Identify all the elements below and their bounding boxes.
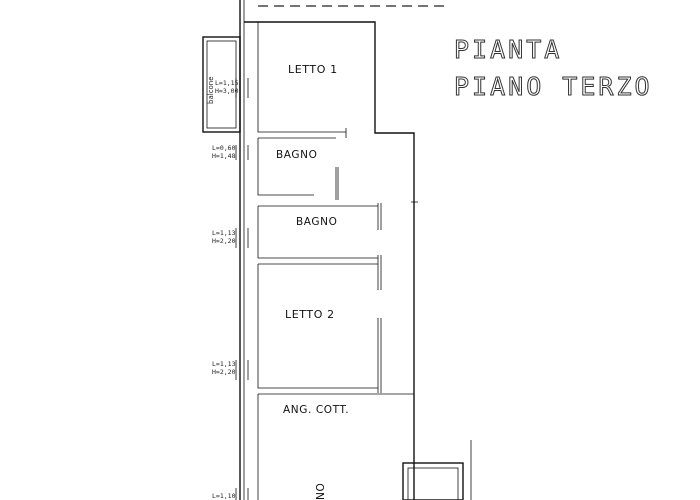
window-5: L=1,10 <box>212 488 249 500</box>
room-angolo-cottura: ANG. COTT. NO <box>257 393 414 500</box>
plan-title-line-2: PIANO TERZO <box>454 72 653 101</box>
room-label-letto-2: LETTO 2 <box>285 308 335 321</box>
room-label-letto-1: LETTO 1 <box>288 63 338 76</box>
room-label-angolo-cottura: ANG. COTT. <box>283 404 349 416</box>
window-4-height: H=2,20 <box>212 368 236 376</box>
window-1: L=1,15 H=3,00 <box>215 78 249 98</box>
room-label-soggiorno: NO <box>315 483 327 500</box>
window-1-width: L=1,15 <box>215 79 239 87</box>
room-letto-2: LETTO 2 <box>257 263 382 393</box>
window-3-width: L=1,13 <box>212 229 236 237</box>
room-bagno-2: BAGNO <box>257 203 382 290</box>
room-letto-1: LETTO 1 <box>244 21 415 500</box>
window-3-height: H=2,20 <box>212 237 236 245</box>
stair-block <box>402 462 464 500</box>
window-1-height: H=3,00 <box>215 87 239 95</box>
window-5-width: L=1,10 <box>212 492 236 500</box>
window-2-width: L=0,60 <box>212 144 236 152</box>
balcony-label: balcone <box>207 76 215 104</box>
window-3: L=1,13 H=2,20 <box>212 228 249 248</box>
window-4: L=1,13 H=2,20 <box>212 360 249 380</box>
window-2: L=0,60 H=1,48 <box>212 144 249 160</box>
room-label-bagno-1: BAGNO <box>276 149 317 161</box>
plan-title-line-1: PIANTA <box>454 35 562 64</box>
window-4-width: L=1,13 <box>212 360 236 368</box>
window-2-height: H=1,48 <box>212 152 236 160</box>
room-bagno-1: BAGNO <box>257 137 339 200</box>
room-label-bagno-2: BAGNO <box>296 216 337 228</box>
